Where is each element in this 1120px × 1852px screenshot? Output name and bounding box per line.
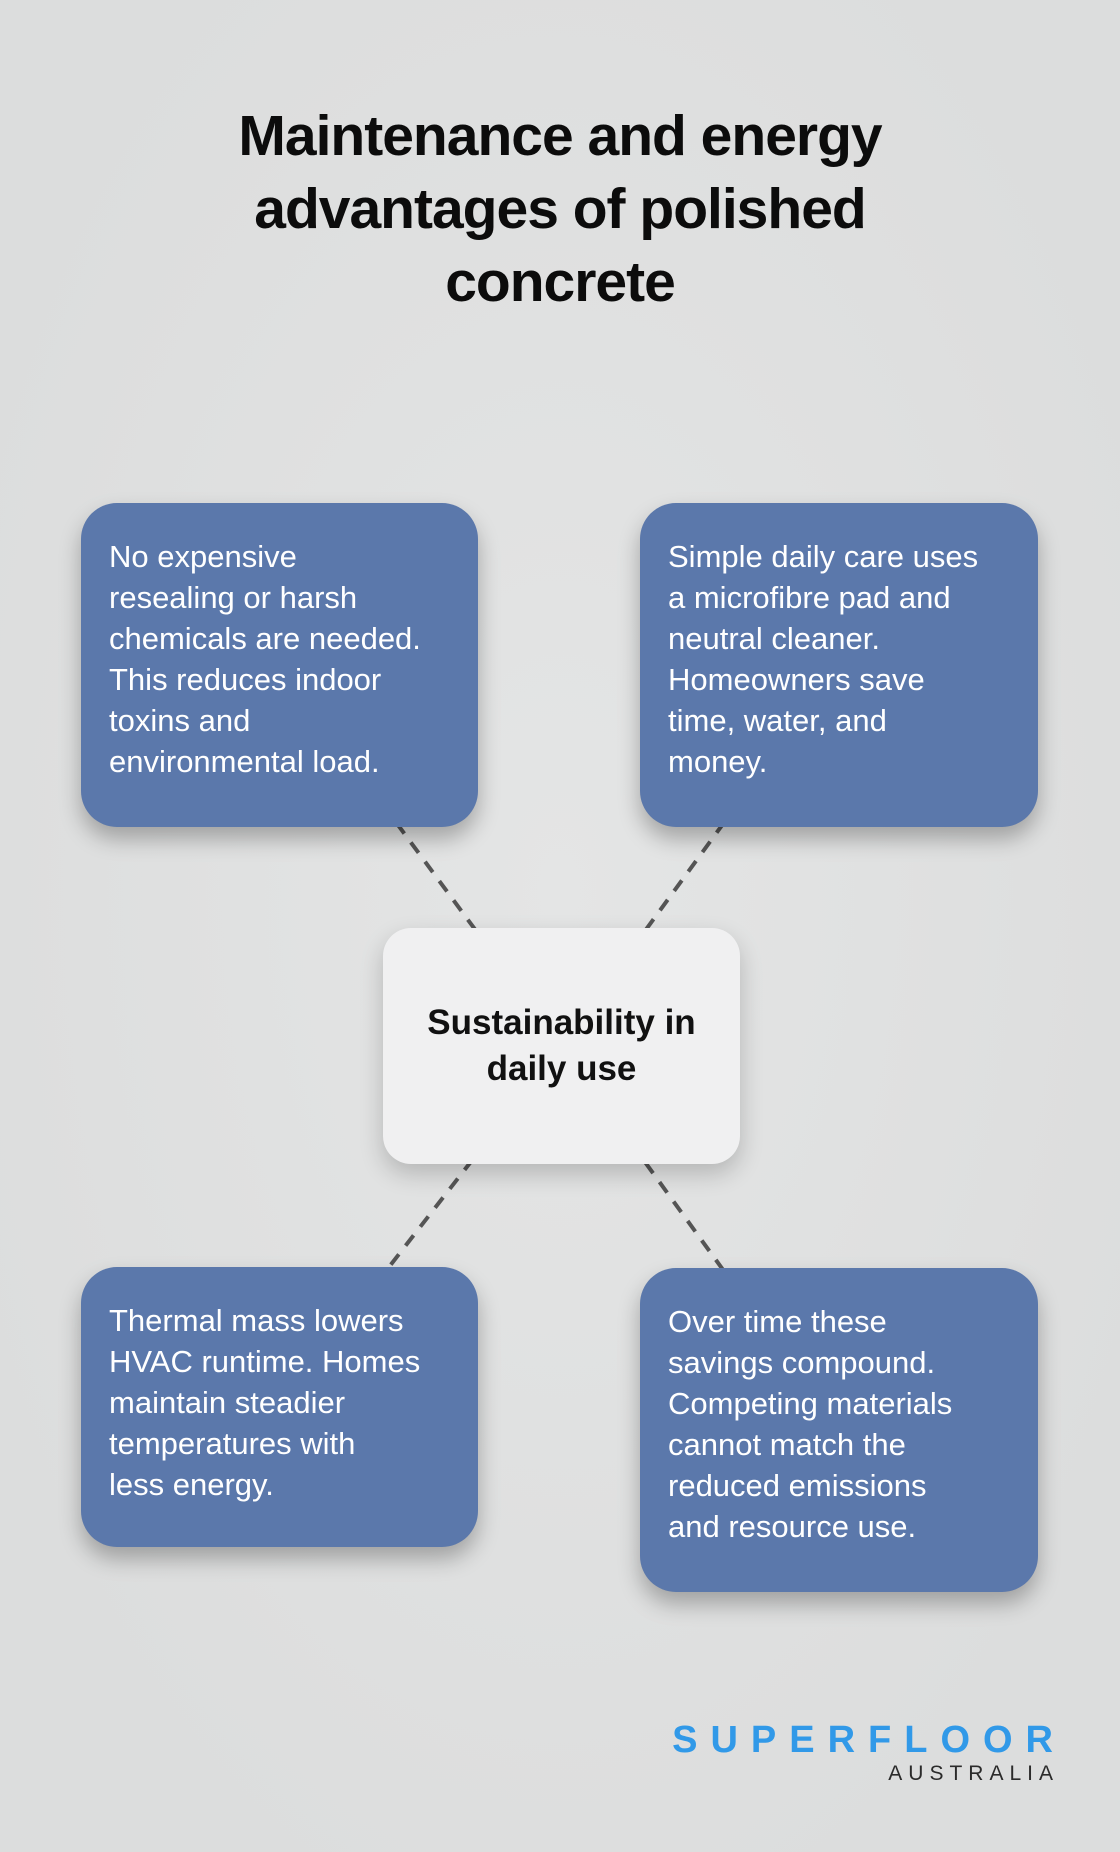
node-bottom-left: Thermal mass lowers HVAC runtime. Homes … <box>81 1267 478 1547</box>
central-node-label: Sustainability in daily use <box>427 1003 696 1088</box>
central-node: Sustainability in daily use <box>383 928 740 1164</box>
brand-region: AUSTRALIA <box>888 1762 1059 1785</box>
node-text: Thermal mass lowers HVAC runtime. Homes … <box>109 1303 421 1502</box>
brand-logo: SUPERFLOOR AUSTRALIA <box>672 1720 1053 1786</box>
node-text: Over time these savings compound. Compet… <box>668 1304 953 1544</box>
node-top-left: No expensive resealing or harsh chemical… <box>81 503 478 827</box>
node-text: No expensive resealing or harsh chemical… <box>109 539 421 779</box>
node-text: Simple daily care uses a microfibre pad … <box>668 539 979 779</box>
node-bottom-right: Over time these savings compound. Compet… <box>640 1268 1038 1592</box>
page-title: Maintenance and energy advantages of pol… <box>238 104 882 314</box>
brand-name: SUPERFLOOR <box>672 1719 1066 1761</box>
node-top-right: Simple daily care uses a microfibre pad … <box>640 503 1038 827</box>
